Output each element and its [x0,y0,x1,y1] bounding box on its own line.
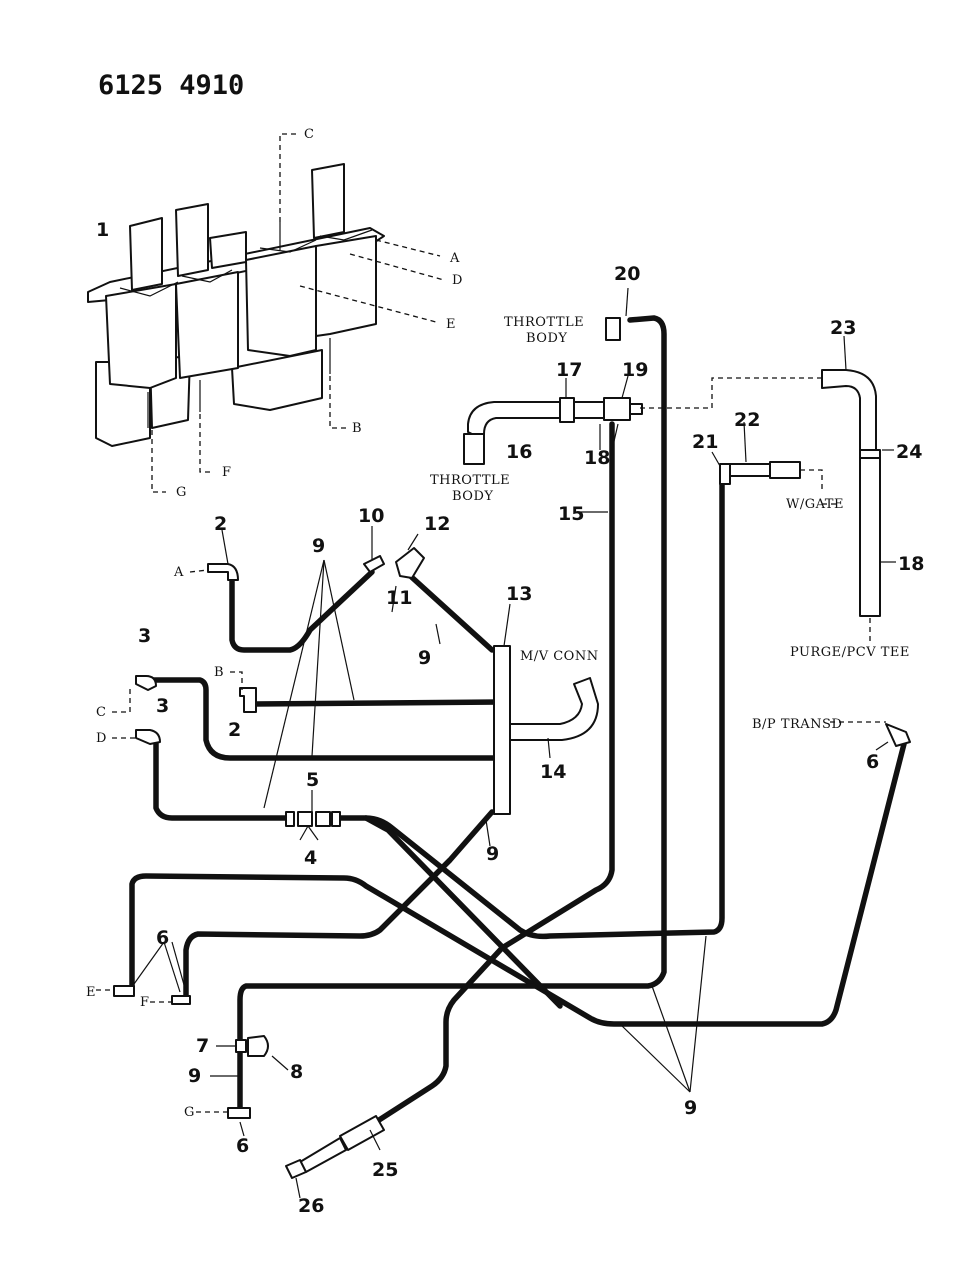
part-number-22: 22 [734,409,760,431]
part-number-2-lower: 2 [228,719,241,741]
bp-transd-label: B/P TRANSD [752,717,842,732]
throttle-body-hose [463,317,822,465]
part-number-23: 23 [830,317,856,339]
callout-leaders [151,133,445,493]
callout-a-top: A [449,251,460,266]
connectors [113,547,911,1119]
part-number-19: 19 [622,359,648,381]
part-number-25: 25 [372,1159,398,1181]
callout-g-top: G [176,485,186,500]
document-number: 6125 4910 [98,70,244,101]
part-number-20: 20 [614,263,640,285]
part-number-15: 15 [558,503,584,525]
part-number-24: 24 [896,441,922,463]
text-labels: THROTTLE BODY THROTTLE BODY W/GATE M/V C… [430,315,910,732]
part-number-17: 17 [556,359,582,381]
harness-bar [493,645,511,815]
callout-c-top: C [304,127,314,142]
throttle-body-label-bottom-text: THROTTLE [430,473,510,488]
part-number-2-upper: 2 [214,513,227,535]
throttle-body-label-line2: BODY [526,331,567,346]
throttle-body-label-top: THROTTLE BODY [504,315,589,346]
part-number-21: 21 [692,431,718,453]
callout-f-top: F [222,465,231,480]
callout-d: D [96,731,106,746]
mv-connector [509,677,599,741]
part-number-6-efg: 6 [156,927,169,949]
part-number-18-throttle: 18 [584,447,610,469]
part-number-4: 4 [304,847,317,869]
part-number-9-harness: 9 [486,843,499,865]
callout-c: C [96,705,106,720]
part-number-3-upper: 3 [138,625,151,647]
callout-d-top: D [452,273,462,288]
part-number-18-purge: 18 [898,553,924,575]
part-number-12: 12 [424,513,450,535]
part-number-3-lower: 3 [156,695,169,717]
callout-letters: C A D E B F G A B C D E F G [86,127,462,1120]
wastegate-label: W/GATE [786,497,844,512]
filter-assembly [285,1115,385,1179]
part-number-14: 14 [540,761,566,783]
part-number-10: 10 [358,505,384,527]
callout-e-top: E [446,317,456,332]
part-number-6-bp: 6 [866,751,879,773]
part-leaders [96,287,896,1199]
part-number-9-bottom: 9 [684,1097,697,1119]
purge-hose [821,369,881,642]
part-number-9-mid: 9 [418,647,431,669]
part-number-8: 8 [290,1061,303,1083]
part-number-6-g: 6 [236,1135,249,1157]
part-number-13: 13 [506,583,532,605]
part-number-9-upper: 9 [312,535,325,557]
part-number-11: 11 [386,587,412,609]
callout-g: G [184,1105,194,1120]
callout-f: F [140,995,149,1010]
purge-pcv-tee-label: PURGE/PCV TEE [790,645,910,660]
part-number-26: 26 [298,1195,324,1217]
throttle-body-label-top-text: THROTTLE [504,315,584,330]
callout-b-top: B [352,421,362,436]
throttle-body-label-bottom: THROTTLE BODY [430,473,515,504]
part-numbers: 1 2 2 3 3 4 5 6 6 6 7 8 9 9 9 9 9 10 11 … [96,219,924,1217]
wastegate-connector [719,461,823,490]
part-number-9-left: 9 [188,1065,201,1087]
callout-a: A [173,565,184,580]
part-number-5: 5 [306,769,319,791]
solenoid-assembly [87,163,385,447]
mv-conn-label: M/V CONN [520,649,599,664]
part-number-1: 1 [96,219,109,241]
callout-b: B [214,665,224,680]
part-number-7: 7 [196,1035,209,1057]
callout-e: E [86,985,96,1000]
throttle-body-label-line2: BODY [452,489,493,504]
part-number-16: 16 [506,441,532,463]
